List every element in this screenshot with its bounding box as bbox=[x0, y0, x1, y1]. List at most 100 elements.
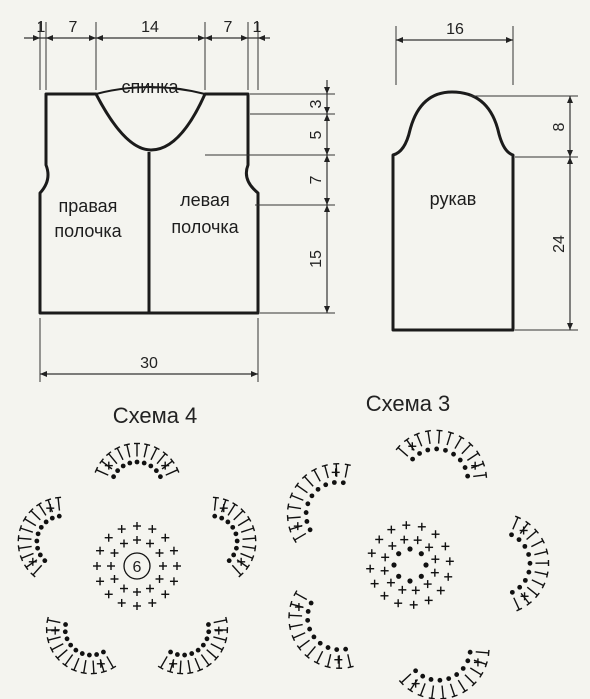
scheme4-chain-dot bbox=[174, 652, 180, 657]
scheme4-chain-dot bbox=[79, 651, 85, 656]
dim-side-5: 5 bbox=[308, 130, 325, 139]
scheme4-tall-stitch-bar bbox=[18, 525, 23, 532]
scheme3-tall-stitch bbox=[466, 452, 479, 461]
scheme3-tall-stitch-bar bbox=[447, 431, 455, 435]
scheme4-tall-stitch-bar bbox=[225, 616, 228, 624]
scheme3-chain-dot bbox=[451, 451, 456, 457]
scheme3-tall-stitch-bar bbox=[485, 471, 488, 478]
scheme4-tall-stitch-bar bbox=[17, 535, 20, 542]
scheme4-tall-stitch-bar bbox=[110, 665, 117, 670]
scheme3-chain-dot bbox=[454, 672, 460, 677]
scheme4-chain-dot bbox=[64, 636, 70, 642]
scheme4-tall-stitch-bar bbox=[251, 525, 256, 532]
scheme4-tall-stitch-bar bbox=[55, 496, 62, 499]
scheme4-chain-dot bbox=[230, 524, 236, 530]
scheme4-tall-stitch bbox=[96, 469, 109, 476]
scheme3-tall-stitch bbox=[512, 517, 519, 530]
scheme4-tall-stitch-bar bbox=[197, 668, 204, 672]
scheme3-tall-stitch bbox=[324, 465, 329, 479]
scheme3-chain-dot bbox=[509, 589, 515, 595]
scheme3-chain-dot bbox=[437, 677, 443, 683]
scheme4-tall-stitch-bar bbox=[49, 646, 54, 653]
scheme4-tall-stitch bbox=[165, 469, 178, 476]
scheme3-tall-stitch bbox=[326, 654, 332, 667]
scheme3-chain-dot bbox=[305, 501, 311, 507]
scheme4-chain-dot bbox=[204, 636, 210, 642]
scheme4-tall-stitch-bar bbox=[250, 555, 255, 562]
scheme4-tall-stitch-bar bbox=[153, 446, 160, 451]
scheme4-chain-dot bbox=[120, 463, 126, 469]
scheme4-tall-stitch bbox=[51, 643, 64, 651]
scheme4-tall-stitch-bar bbox=[46, 637, 50, 644]
right-front-label-2: полочка bbox=[54, 221, 122, 241]
center-number: 6 bbox=[133, 559, 142, 576]
scheme4-tall-stitch bbox=[30, 510, 41, 521]
scheme3-tall-stitch-bar bbox=[525, 520, 531, 526]
scheme4-tall-stitch bbox=[64, 654, 74, 666]
scheme4-tall-stitch bbox=[242, 545, 256, 550]
scheme3-tall-stitch-bar bbox=[541, 582, 546, 589]
back-neckline bbox=[95, 86, 206, 95]
scheme4-chain-dot bbox=[182, 652, 188, 658]
scheme4-tall-stitch-bar bbox=[45, 498, 52, 502]
vest-top-dims: 1 7 14 7 1 bbox=[24, 19, 270, 90]
scheme4-tall-stitch bbox=[143, 444, 148, 458]
scheme3-chain-dot bbox=[309, 493, 315, 499]
dim-sleeve-8: 8 bbox=[551, 122, 568, 131]
scheme3-tall-stitch-bar bbox=[484, 661, 488, 668]
scheme4-tall-stitch bbox=[32, 564, 43, 576]
scheme3-chain-dot bbox=[425, 447, 431, 453]
scheme3-tall-stitch bbox=[441, 685, 445, 699]
sleeve: рукав bbox=[391, 90, 515, 332]
vest-body bbox=[38, 86, 260, 315]
scheme3-tall-stitch bbox=[416, 433, 423, 447]
scheme4-tall-stitch-bar bbox=[232, 502, 238, 507]
scheme3-tall-stitch-bar bbox=[417, 693, 424, 698]
scheme4-chain-dot bbox=[212, 513, 218, 519]
scheme3-tall-stitch-bar bbox=[292, 537, 297, 544]
scheme4-tall-stitch bbox=[73, 657, 80, 671]
scheme3-center-dot bbox=[418, 551, 424, 557]
scheme4-tall-stitch bbox=[206, 649, 217, 659]
scheme3-chain-dot bbox=[516, 537, 522, 543]
scheme3-tall-stitch-bar bbox=[294, 482, 300, 489]
scheme3-tall-stitch bbox=[534, 571, 548, 576]
scheme3-tall-stitch-bar bbox=[407, 687, 414, 693]
scheme3-tall-stitch bbox=[289, 614, 303, 617]
scheme3-tall-stitch bbox=[316, 650, 324, 664]
scheme3-center-dot bbox=[396, 551, 402, 557]
scheme3-chain-dot bbox=[526, 569, 532, 575]
scheme3-chain-dot bbox=[343, 646, 349, 652]
scheme3-tall-stitch-bar bbox=[540, 537, 545, 544]
scheme4-tall-stitch-bar bbox=[80, 671, 87, 675]
scheme4-tall-stitch-bar bbox=[212, 496, 219, 499]
scheme3-tall-stitch-bar bbox=[311, 467, 317, 472]
scheme3-tall-stitch-bar bbox=[403, 437, 410, 443]
scheme4-chain-dot bbox=[49, 515, 55, 521]
scheme3-tall-stitch-bar bbox=[288, 623, 292, 630]
scheme4-tall-stitch-bar bbox=[238, 572, 244, 578]
scheme3-tall-stitch bbox=[526, 530, 537, 541]
scheme3-tall-stitch-bar bbox=[287, 503, 290, 510]
scheme4-tall-stitch-bar bbox=[54, 655, 60, 661]
scheme4-chain-dot bbox=[63, 622, 68, 627]
scheme3-tall-stitch bbox=[531, 540, 544, 548]
scheme3-tall-stitch-bar bbox=[304, 653, 310, 659]
scheme3-chain-dot bbox=[410, 456, 416, 462]
scheme4-tall-stitch bbox=[237, 518, 250, 527]
scheme4-tall-stitch-bar bbox=[100, 670, 108, 674]
scheme4-chain-dot bbox=[234, 545, 239, 551]
scheme3-tall-stitch-bar bbox=[321, 464, 328, 468]
scheme3-tall-stitch-bar bbox=[289, 492, 294, 499]
scheme3-center-dot bbox=[407, 546, 413, 552]
scheme3-tall-stitch-bar bbox=[481, 460, 486, 467]
scheme3-chain-dot bbox=[443, 447, 448, 453]
scheme4-tall-stitch bbox=[231, 564, 242, 576]
scheme3-tall-stitch bbox=[427, 430, 431, 445]
scheme3-tall-stitch bbox=[469, 667, 482, 676]
scheme3-chain-dot bbox=[434, 446, 440, 452]
scheme3-title: Схема 3 bbox=[366, 391, 451, 416]
center-ring bbox=[123, 552, 151, 580]
scheme3-tall-stitch-bar bbox=[479, 671, 484, 678]
sleeve-label: рукав bbox=[430, 189, 477, 209]
